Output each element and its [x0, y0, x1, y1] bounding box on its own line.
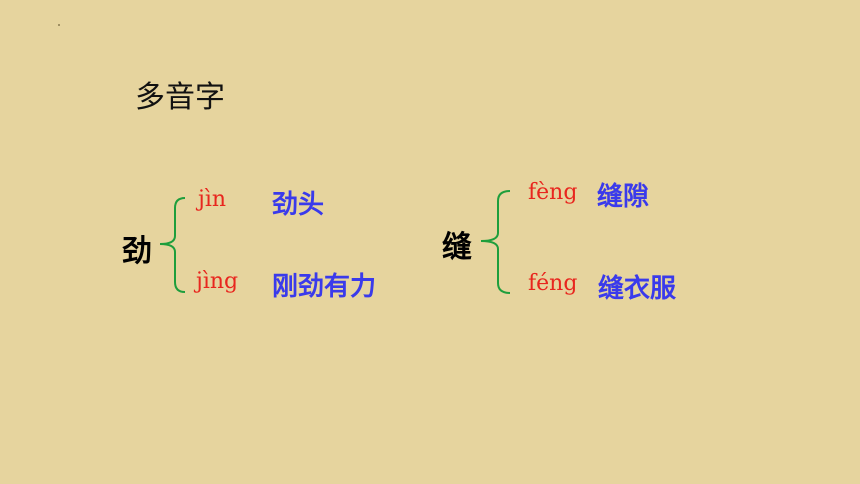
word-fengxi: 缝隙	[597, 182, 650, 212]
character-feng: 缝	[442, 230, 472, 265]
word-jintou: 劲头	[272, 190, 325, 220]
brace-icon	[159, 197, 186, 293]
page-title: 多音字	[135, 80, 225, 115]
pinyin-feng-2: féng	[528, 271, 578, 296]
decorative-dot	[58, 24, 60, 26]
brace-icon	[480, 190, 511, 294]
word-fengyifu: 缝衣服	[598, 274, 677, 304]
pinyin-feng-4: fèng	[528, 180, 578, 205]
pinyin-jin: jìn	[198, 187, 227, 212]
word-gangjinyouli: 刚劲有力	[272, 272, 377, 302]
pinyin-jing: jìng	[196, 269, 239, 294]
character-jin: 劲	[122, 234, 152, 269]
